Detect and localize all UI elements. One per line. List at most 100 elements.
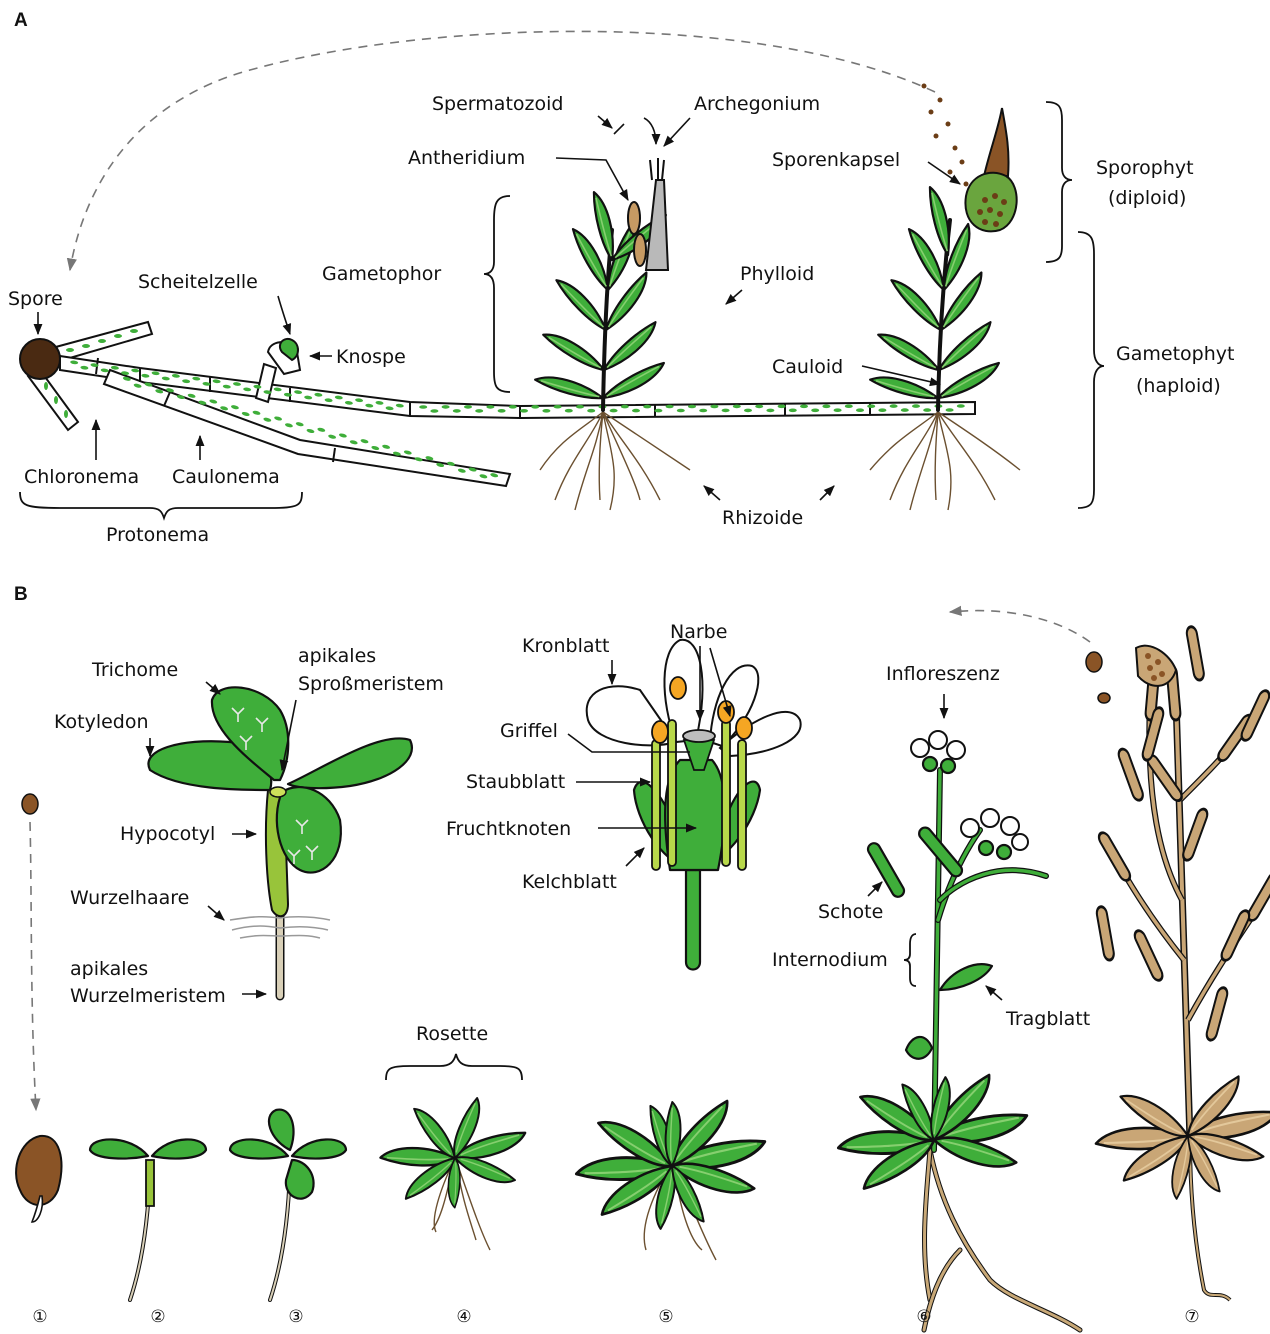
chloroplast	[382, 444, 391, 450]
label-gametophor: Gametophor	[322, 263, 441, 285]
stage-number: ③	[288, 1307, 303, 1327]
chloroplast	[317, 427, 326, 433]
protonema-filaments	[28, 322, 975, 486]
label-infloreszenz: Infloreszenz	[886, 663, 1000, 685]
chloroplast	[475, 409, 483, 413]
pointer-trichome	[206, 682, 220, 694]
chloroplast	[789, 408, 797, 412]
stage-2-seedling	[90, 1139, 206, 1300]
label-protonema: Protonema	[106, 524, 209, 546]
brace-gametophor	[484, 196, 510, 392]
flower-detail	[587, 640, 801, 970]
chloroplast	[509, 405, 517, 409]
chloroplast	[800, 404, 808, 408]
rhizoids-left	[540, 412, 690, 510]
label-apikal-spross-2: Sproßmeristem	[298, 673, 444, 695]
chloroplast	[209, 399, 218, 405]
chloroplast	[722, 409, 730, 413]
silique	[1239, 689, 1270, 742]
label-trichome: Trichome	[91, 659, 178, 681]
chloroplast	[733, 405, 741, 409]
brace-sporophyt	[1046, 102, 1072, 262]
chloroplast	[442, 405, 450, 409]
label-archegonium: Archegonium	[694, 93, 820, 115]
silique	[1181, 808, 1209, 862]
chloroplast	[666, 405, 674, 409]
silique	[1205, 987, 1229, 1042]
silique	[1097, 831, 1133, 883]
chloroplast	[542, 409, 550, 413]
chloroplast	[231, 404, 240, 410]
chloroplast	[834, 408, 842, 412]
chloroplast	[403, 450, 412, 456]
label-apikal-spross-1: apikales	[298, 645, 376, 667]
label-knospe: Knospe	[336, 346, 406, 368]
chloroplast	[621, 405, 629, 409]
pointer-wurzelhaare	[208, 906, 224, 920]
chloroplast	[923, 408, 931, 412]
label-cauloid: Cauloid	[772, 356, 843, 378]
spermatozoid	[614, 124, 624, 134]
label-tragblatt: Tragblatt	[1005, 1008, 1090, 1030]
chloroplast	[349, 440, 358, 446]
stage-3-seedling-true-leaves	[230, 1110, 346, 1300]
chloroplast	[498, 409, 506, 413]
chloroplast	[778, 404, 786, 408]
label-phylloid: Phylloid	[740, 263, 814, 285]
rhizoids-right	[870, 412, 1020, 510]
chloroplast	[285, 423, 294, 429]
label-sporophyt: Sporophyt	[1096, 157, 1194, 179]
pointer-kelchblatt	[626, 848, 644, 866]
pointer-scheitelzelle	[278, 296, 290, 334]
brace-internodium	[904, 934, 916, 986]
chloroplast	[912, 404, 920, 408]
panel-label-b: B	[14, 584, 28, 605]
stage-number: ④	[456, 1307, 471, 1327]
silique	[1133, 929, 1165, 982]
label-sporophyt-ploidy: (diploid)	[1108, 187, 1186, 209]
airborne-spores	[922, 84, 969, 187]
chloroplast	[856, 408, 864, 412]
chloroplast	[811, 408, 819, 412]
brace-gametophyt	[1078, 232, 1104, 508]
label-internodium: Internodium	[772, 949, 888, 971]
pointer-rhizoide-right	[820, 486, 834, 500]
panel-label-a: A	[14, 10, 28, 31]
chloroplast	[901, 408, 909, 412]
chloroplast	[565, 409, 573, 413]
pointer-schote	[868, 882, 882, 896]
pointer-antheridium	[556, 158, 628, 200]
stage-number: ⑥	[916, 1307, 931, 1327]
chloroplast	[957, 404, 965, 408]
label-apikal-wurzel-1: apikales	[70, 958, 148, 980]
chloroplast	[643, 405, 651, 409]
label-caulonema: Caulonema	[172, 466, 280, 488]
pointer-archegonium	[664, 118, 690, 146]
spore	[20, 339, 60, 379]
pointer-sporenkapsel	[928, 162, 960, 184]
chloroplast	[890, 404, 898, 408]
label-scheitelzelle: Scheitelzelle	[138, 271, 258, 293]
arrow-sperm-to-archegonium	[644, 118, 656, 144]
pointer-phylloid	[726, 290, 742, 304]
label-kronblatt: Kronblatt	[522, 635, 609, 657]
label-gametophyt: Gametophyt	[1116, 343, 1234, 365]
seed-dispersal-arrow	[950, 611, 1090, 642]
label-kotyledon: Kotyledon	[54, 711, 149, 733]
stage-number: ⑤	[658, 1307, 673, 1327]
seed-drop-arrow	[30, 822, 36, 1110]
chloroplast	[878, 408, 886, 412]
brace-protonema	[20, 492, 302, 518]
chloroplast	[274, 416, 283, 422]
label-narbe: Narbe	[670, 621, 727, 643]
chloroplast	[419, 405, 427, 409]
seed	[22, 794, 38, 814]
chloroplast	[360, 438, 369, 444]
chloroplast	[744, 409, 752, 413]
label-sporenkapsel: Sporenkapsel	[772, 149, 900, 171]
chloroplast	[252, 410, 261, 416]
chloroplast	[755, 405, 763, 409]
stage-5-mature-rosette	[576, 1099, 766, 1260]
chloroplast	[339, 433, 348, 439]
label-apikal-wurzel-2: Wurzelmeristem	[70, 985, 226, 1007]
